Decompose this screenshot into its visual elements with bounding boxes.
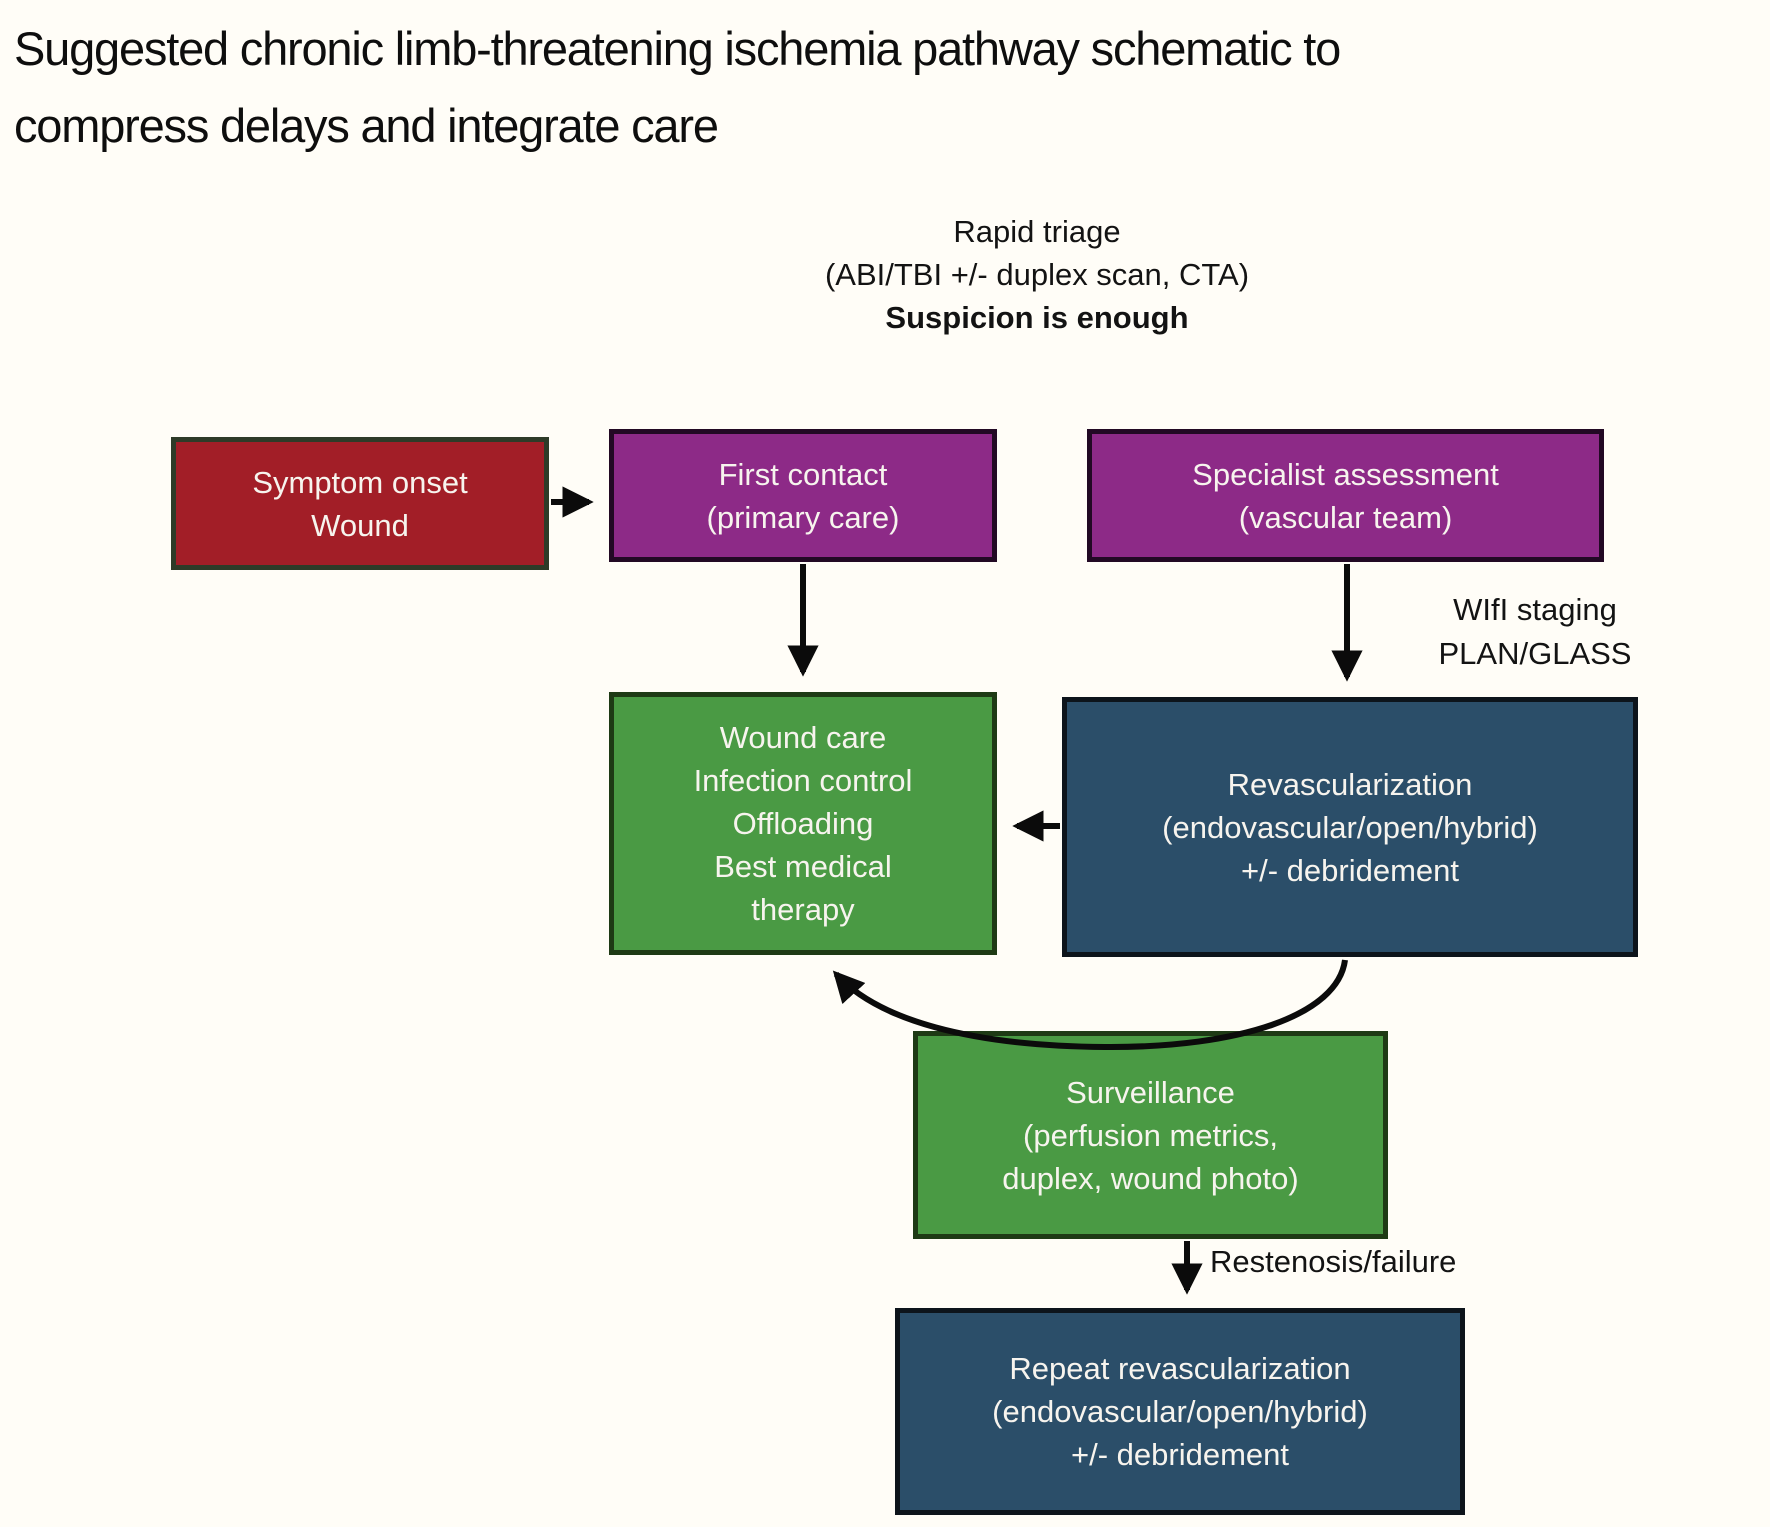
node-repeat-revascularization: Repeat revascularization (endovascular/o… [895,1308,1465,1515]
triage-note-line1: Rapid triage [953,214,1121,249]
node-revascularization: Revascularization (endovascular/open/hyb… [1062,697,1638,957]
edge-label-restenosis-failure: Restenosis/failure [1210,1244,1457,1279]
node-surveillance: Surveillance (perfusion metrics, duplex,… [913,1031,1388,1239]
node-wound-care: Wound care Infection control Offloading … [609,692,997,955]
diagram-title: Suggested chronic limb-threatening ische… [14,22,1341,152]
node-first-contact: First contact (primary care) [609,429,997,562]
triage-note-line3: Suspicion is enough [885,300,1189,335]
edge-label-wifi-staging: WIfI staging PLAN/GLASS [1438,592,1632,671]
node-specialist-assessment: Specialist assessment (vascular team) [1087,429,1604,562]
triage-note-line2: (ABI/TBI +/- duplex scan, CTA) [824,257,1250,292]
node-symptom-onset: Symptom onset Wound [171,437,549,570]
triage-note: Rapid triage (ABI/TBI +/- duplex scan, C… [687,210,1387,339]
